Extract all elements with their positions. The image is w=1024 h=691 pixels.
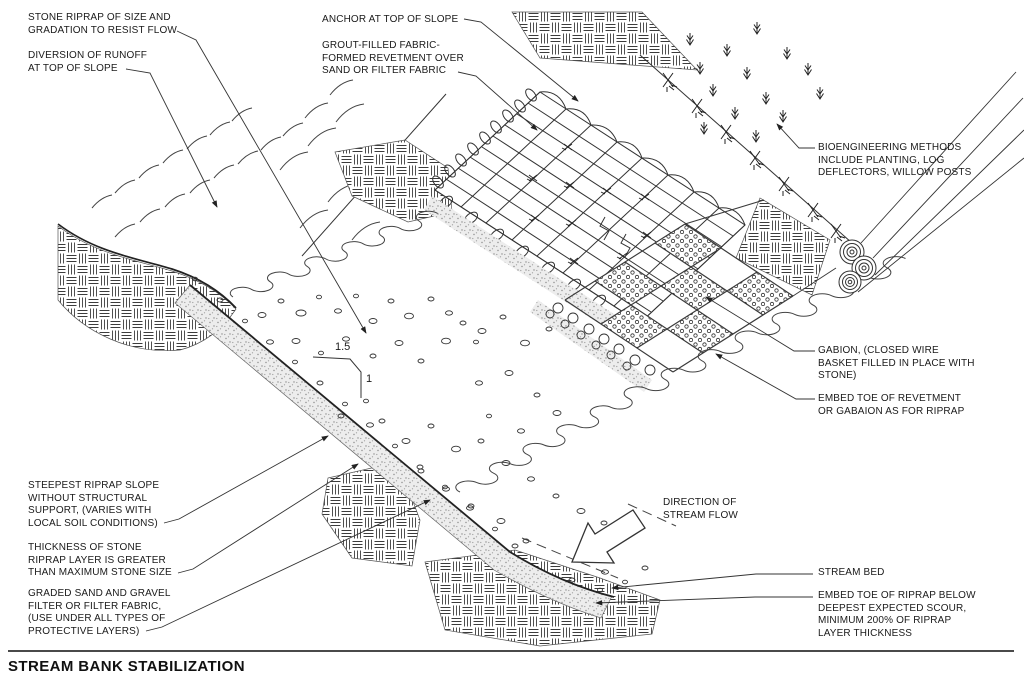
label-diversion-runoff: DIVERSION OF RUNOFF AT TOP OF SLOPE [28,50,147,74]
label-bioengineering: BIOENGINEERING METHODS INCLUDE PLANTING,… [818,142,972,178]
leader-stream-bed [611,573,813,591]
toe-stone-trench [530,300,656,392]
leader-gabion [705,296,815,352]
bottom-center-soil-patch [424,549,661,647]
leader-stone-riprap [176,30,367,334]
leader-diversion [125,68,218,208]
label-stream-bed: STREAM BED [818,567,885,578]
slope-ratio-run: 1.5 [335,341,351,353]
revetment-grid [424,88,746,343]
leader-thickness [177,463,359,574]
label-direction-flow: DIRECTION OF STREAM FLOW [663,497,738,521]
break-marks [599,216,631,258]
leader-grout [457,71,538,131]
label-steepest-slope: STEEPEST RIPRAP SLOPE WITHOUT STRUCTURAL… [28,480,160,529]
revetment-toe-sand-strip [424,196,637,343]
label-thickness: THICKNESS OF STONE RIPRAP LAYER IS GREAT… [28,542,172,578]
label-gabion: GABION, (CLOSED WIRE BASKET FILLED IN PL… [818,345,975,381]
right-soil-patch [735,197,831,296]
leader-anchor [463,18,579,102]
label-stone-riprap: STONE RIPRAP OF SIZE AND GRADATION TO RE… [28,12,177,36]
leader-embed-riprap [595,596,813,606]
label-embed-toe-revetment: EMBED TOE OF REVETMENT OR GABAION AS FOR… [818,393,965,417]
slope-ratio-rise: 1 [366,373,373,385]
riprap-stones [192,276,649,593]
slope-ratio-symbol [312,356,362,398]
leader-graded [145,499,431,632]
stream-bank-cut [57,223,237,352]
stream-flow-arrow [571,509,646,564]
leader-lines [125,18,815,632]
title-rule [8,650,1014,652]
leader-steepest [163,435,329,524]
label-embed-toe-riprap: EMBED TOE OF RIPRAP BELOW DEEPEST EXPECT… [818,590,976,639]
drawing-title: STREAM BANK STABILIZATION [8,658,245,675]
leader-embed-revetment [715,353,815,400]
planting-symbols [686,21,824,143]
log-deflectors [838,71,1024,294]
label-graded-filter: GRADED SAND AND GRAVEL FILTER OR FILTER … [28,588,171,637]
leader-bioengineering [776,123,815,149]
upper-bank-grass [91,79,385,241]
riprap-filter-band [174,284,615,619]
topright-soil-patch [511,11,698,71]
willow-post-line [639,54,853,244]
label-anchor-top: ANCHOR AT TOP OF SLOPE [322,14,459,25]
stream-edge-wavy-lines [229,210,906,493]
label-grout-revetment: GROUT-FILLED FABRIC- FORMED REVETMENT OV… [322,40,464,76]
